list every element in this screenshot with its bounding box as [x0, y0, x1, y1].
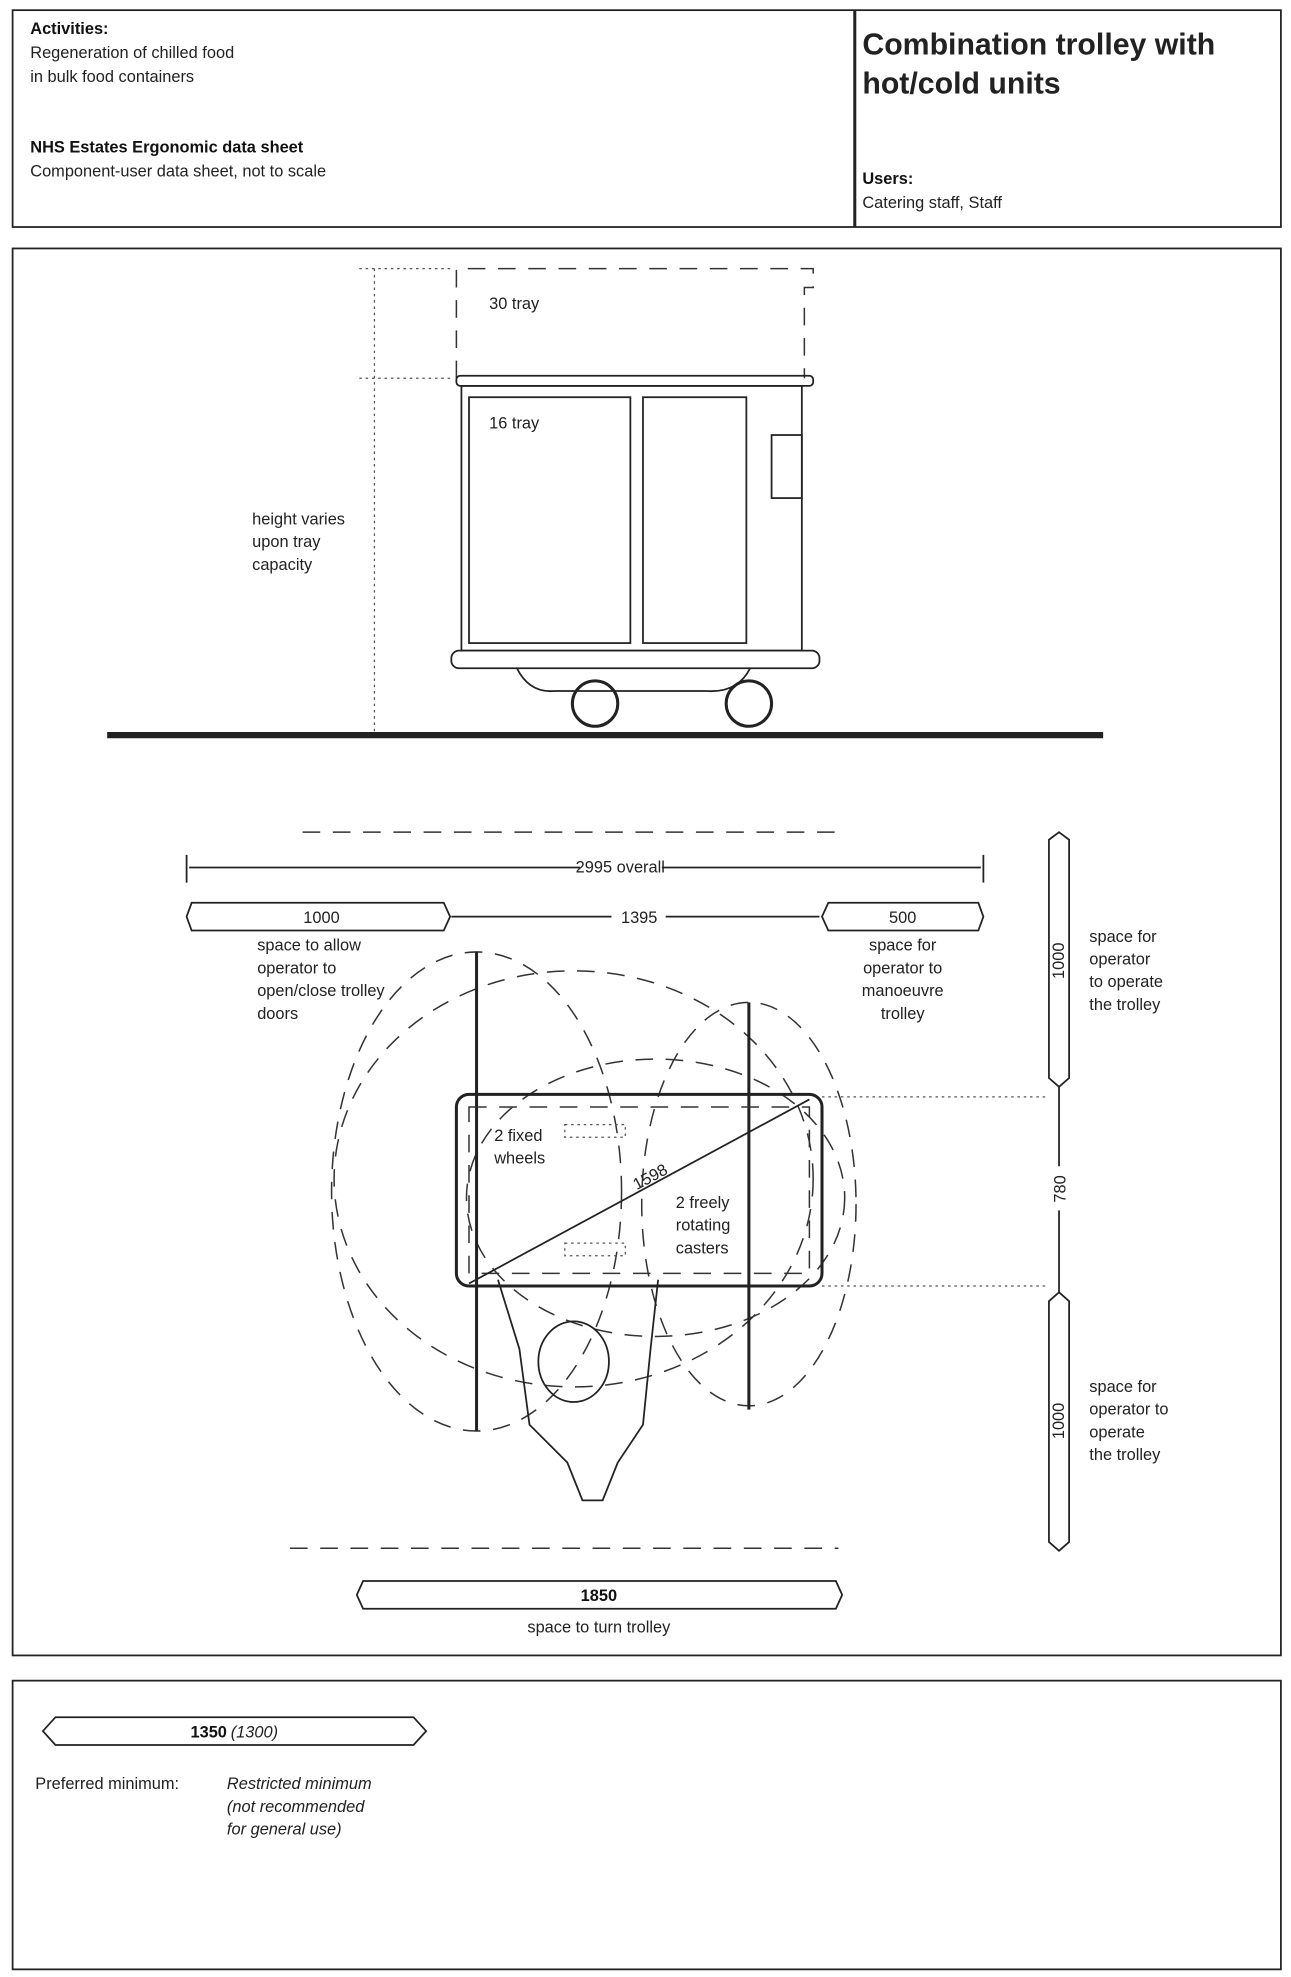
- casters-label: casters: [676, 1239, 729, 1257]
- activities-line: Regeneration of chilled food: [30, 44, 234, 62]
- users-label: Users:: [862, 170, 913, 188]
- restricted-value: (1300): [231, 1723, 278, 1741]
- header-panel: Activities: Regeneration of chilled food…: [11, 9, 1282, 228]
- overall-dimension: 2995 overall: [576, 859, 665, 877]
- tray30-label: 30 tray: [489, 295, 540, 313]
- page-title-line2: hot/cold units: [862, 67, 1060, 100]
- right-space-note: operator to: [863, 959, 942, 977]
- top-side-note: to operate: [1089, 973, 1163, 991]
- preferred-label: Preferred minimum:: [35, 1775, 179, 1793]
- preferred-value: 1350: [190, 1723, 226, 1741]
- activities-label: Activities:: [30, 20, 108, 38]
- turn-space-note: space to turn trolley: [527, 1619, 671, 1637]
- trolley-plan: 2995 overall 1000 1395 500 space to allo…: [185, 831, 1168, 1637]
- trolley-elevation: 30 tray 16 tray height varies upon tray …: [107, 267, 1104, 739]
- left-space-note: doors: [257, 1005, 298, 1023]
- bottom-side-dimension: 1000: [1050, 1403, 1068, 1439]
- height-note: upon tray: [252, 533, 321, 551]
- wheel: [570, 679, 620, 728]
- trolley-outline: [454, 1092, 824, 1288]
- casters-label: 2 freely: [676, 1194, 731, 1212]
- right-space-note: manoeuvre: [862, 982, 944, 1000]
- trolley-width-dimension: 780: [1051, 1175, 1069, 1202]
- sheet-title: NHS Estates Ergonomic data sheet: [30, 139, 304, 157]
- left-space-note: operator to: [257, 959, 336, 977]
- users-value: Catering staff, Staff: [862, 194, 1002, 212]
- operator-figure: [497, 1279, 659, 1502]
- bottom-side-note: operate: [1089, 1423, 1145, 1441]
- diagonal-dimension: 1598: [630, 1161, 671, 1194]
- top-side-note: operator: [1089, 951, 1151, 969]
- casters-label: rotating: [676, 1217, 731, 1235]
- restricted-label: Restricted minimum: [227, 1775, 372, 1793]
- right-space-note: space for: [869, 937, 937, 955]
- turn-space-dimension: 1850: [581, 1587, 617, 1605]
- fixed-wheels-label: 2 fixed: [494, 1127, 542, 1145]
- bottom-side-note: operator to: [1089, 1401, 1168, 1419]
- height-note: capacity: [252, 556, 313, 574]
- right-space-dimension: 500: [889, 909, 916, 927]
- trolley-length-dimension: 1395: [621, 909, 657, 927]
- sheet-subtitle: Component-user data sheet, not to scale: [30, 163, 326, 181]
- page-title: Combination trolley with: [862, 28, 1215, 61]
- left-space-note: space to allow: [257, 937, 361, 955]
- right-space-note: trolley: [881, 1005, 925, 1023]
- restricted-label: (not recommended: [227, 1798, 365, 1816]
- left-space-note: open/close trolley: [257, 982, 385, 1000]
- wheel: [724, 679, 774, 728]
- fixed-wheels-label: wheels: [493, 1150, 545, 1168]
- top-side-note: space for: [1089, 928, 1157, 946]
- top-side-dimension: 1000: [1050, 943, 1068, 979]
- height-note: height varies: [252, 511, 345, 529]
- bottom-side-note: the trolley: [1089, 1446, 1161, 1464]
- drawing-panel: [11, 247, 1282, 1657]
- bottom-side-note: space for: [1089, 1378, 1157, 1396]
- top-side-note: the trolley: [1089, 996, 1161, 1014]
- restricted-label: for general use): [227, 1820, 342, 1838]
- activities-line: in bulk food containers: [30, 68, 194, 86]
- left-space-dimension: 1000: [303, 909, 339, 927]
- legend-panel: 1350 (1300) Preferred minimum: Restricte…: [11, 1679, 1282, 1971]
- tray16-label: 16 tray: [489, 415, 540, 433]
